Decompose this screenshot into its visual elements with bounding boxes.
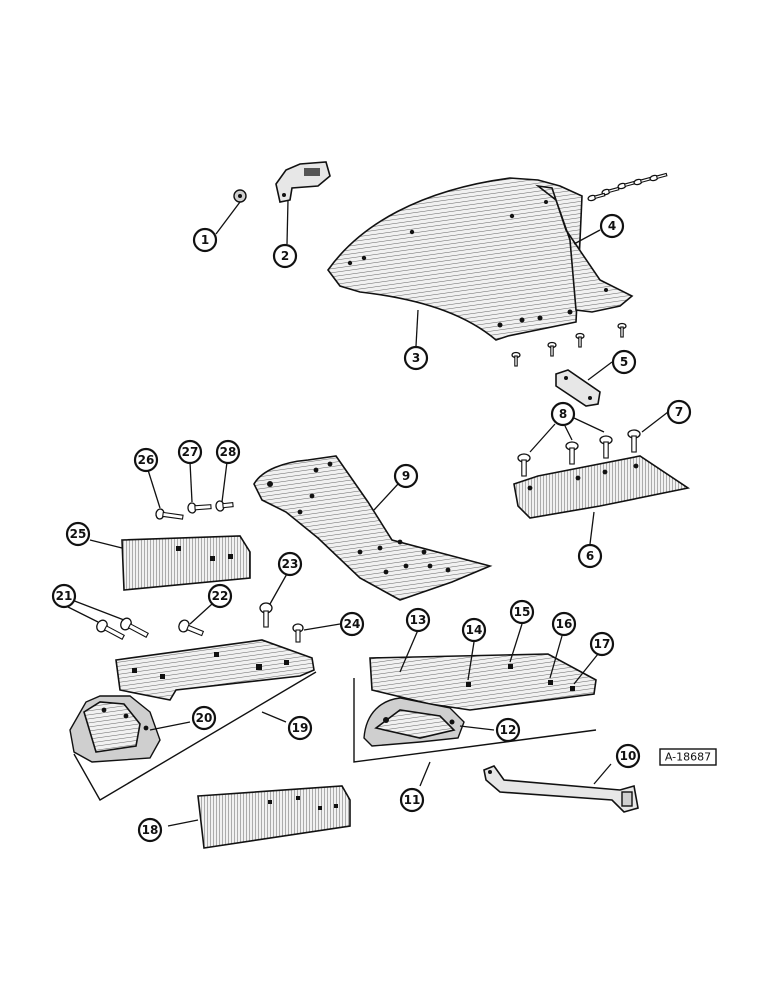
group-11-bracket-line bbox=[353, 678, 597, 763]
callout-10: 10 bbox=[615, 743, 641, 769]
part-19-landside bbox=[115, 639, 315, 701]
reference-code: A-18687 bbox=[659, 748, 717, 766]
callout-28-label: 28 bbox=[220, 445, 237, 459]
callout-23: 23 bbox=[277, 551, 303, 577]
callout-10-label: 10 bbox=[620, 749, 637, 763]
callout-13-label: 13 bbox=[410, 613, 427, 627]
callout-11-label: 11 bbox=[404, 793, 421, 807]
part-26-27-28-bolts bbox=[155, 500, 234, 520]
callout-8-label: 8 bbox=[559, 407, 567, 421]
callout-11: 11 bbox=[399, 787, 425, 813]
callout-27-label: 27 bbox=[182, 445, 199, 459]
callout-3-label: 3 bbox=[412, 351, 420, 365]
callout-2-label: 2 bbox=[281, 249, 289, 263]
part-6-share bbox=[513, 455, 691, 519]
callout-18-label: 18 bbox=[142, 823, 159, 837]
callout-21: 21 bbox=[51, 583, 77, 609]
callout-14-label: 14 bbox=[466, 623, 483, 637]
callout-9: 9 bbox=[393, 463, 419, 489]
part-1-nut bbox=[233, 189, 247, 203]
callout-24: 24 bbox=[339, 611, 365, 637]
part-18-landside-plate bbox=[197, 785, 351, 849]
part-10-brace bbox=[483, 765, 639, 813]
callout-19: 19 bbox=[287, 715, 313, 741]
part-21-22-23-24-bolts bbox=[96, 602, 304, 643]
callout-6-label: 6 bbox=[586, 549, 594, 563]
part-20-frog bbox=[69, 695, 161, 763]
callout-22-label: 22 bbox=[212, 589, 229, 603]
moldboard-bolts bbox=[511, 172, 668, 367]
callout-27: 27 bbox=[177, 439, 203, 465]
callout-18: 18 bbox=[137, 817, 163, 843]
callout-7: 7 bbox=[666, 399, 692, 425]
callout-14: 14 bbox=[461, 617, 487, 643]
callout-12-label: 12 bbox=[500, 723, 517, 737]
callout-15: 15 bbox=[509, 599, 535, 625]
reference-code-label: A-18687 bbox=[665, 751, 711, 764]
callout-9-label: 9 bbox=[402, 469, 410, 483]
callout-2: 2 bbox=[272, 243, 298, 269]
callout-6: 6 bbox=[577, 543, 603, 569]
callout-17-label: 17 bbox=[594, 637, 611, 651]
callout-22: 22 bbox=[207, 583, 233, 609]
callout-17: 17 bbox=[589, 631, 615, 657]
part-2-bracket bbox=[275, 161, 331, 203]
part-9-moldboard bbox=[253, 455, 493, 601]
callout-4-label: 4 bbox=[608, 219, 616, 233]
callout-7-label: 7 bbox=[675, 405, 683, 419]
callout-8: 8 bbox=[550, 401, 576, 427]
callout-25-label: 25 bbox=[70, 527, 87, 541]
callout-1-label: 1 bbox=[201, 233, 209, 247]
callout-20-label: 20 bbox=[196, 711, 213, 725]
callout-15-label: 15 bbox=[514, 605, 531, 619]
callout-1: 1 bbox=[192, 227, 218, 253]
callout-26-label: 26 bbox=[138, 453, 155, 467]
callout-4: 4 bbox=[599, 213, 625, 239]
leader-lines bbox=[65, 199, 669, 827]
callout-28: 28 bbox=[215, 439, 241, 465]
part-25-plate bbox=[121, 535, 251, 591]
callout-20: 20 bbox=[191, 705, 217, 731]
callout-16-label: 16 bbox=[556, 617, 573, 631]
callout-3: 3 bbox=[403, 345, 429, 371]
part-3-moldboard bbox=[327, 177, 583, 341]
callout-25: 25 bbox=[65, 521, 91, 547]
callout-23-label: 23 bbox=[282, 557, 299, 571]
part-4-extension bbox=[535, 184, 634, 313]
callout-16: 16 bbox=[551, 611, 577, 637]
callout-19-label: 19 bbox=[292, 721, 309, 735]
part-7-8-plow-bolts bbox=[517, 429, 641, 477]
part-12-frog bbox=[363, 697, 465, 747]
callout-21-label: 21 bbox=[56, 589, 73, 603]
part-5-brace bbox=[555, 369, 601, 407]
callout-26: 26 bbox=[133, 447, 159, 473]
callout-12: 12 bbox=[495, 717, 521, 743]
callout-5-label: 5 bbox=[620, 355, 628, 369]
group-19-bracket-line bbox=[73, 671, 317, 801]
callout-13: 13 bbox=[405, 607, 431, 633]
callout-24-label: 24 bbox=[344, 617, 361, 631]
callout-5: 5 bbox=[611, 349, 637, 375]
